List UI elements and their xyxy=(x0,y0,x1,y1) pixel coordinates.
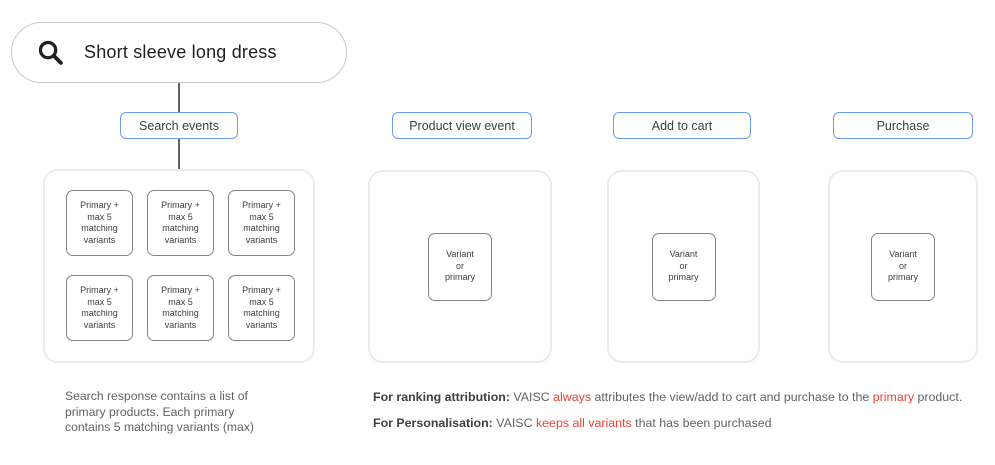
variant-or-primary-box: Variant or primary xyxy=(651,232,716,301)
primary-variants-box: Primary + max 5 matching variants xyxy=(66,275,133,341)
ranking-attribution-note: For ranking attribution: VAISC always at… xyxy=(373,390,962,404)
note-segment: always xyxy=(553,390,592,404)
search-results-grid: Primary + max 5 matching variants Primar… xyxy=(45,171,313,341)
purchase-container: Variant or primary xyxy=(828,170,978,363)
primary-variants-box: Primary + max 5 matching variants xyxy=(228,190,295,256)
search-events-container: Primary + max 5 matching variants Primar… xyxy=(43,169,315,363)
search-query: Short sleeve long dress xyxy=(84,42,277,62)
variant-or-primary-box: Variant or primary xyxy=(428,232,492,301)
search-bar[interactable]: Short sleeve long dress xyxy=(11,22,347,83)
personalisation-note: For Personalisation: VAISC keeps all var… xyxy=(373,416,772,430)
note-segment: primary xyxy=(872,390,915,404)
note-segment: For Personalisation: xyxy=(373,416,493,430)
note-segment: that has been purchased xyxy=(631,416,772,430)
primary-variants-box: Primary + max 5 matching variants xyxy=(147,275,214,341)
connector-line xyxy=(178,83,180,112)
note-segment: For ranking attribution: xyxy=(373,390,510,404)
note-segment: VAISC xyxy=(492,416,536,430)
event-label-add-to-cart: Add to cart xyxy=(613,112,751,139)
product-view-container: Variant or primary xyxy=(368,170,552,363)
search-response-note: Search response contains a list of prima… xyxy=(65,389,254,434)
event-label-product-view-event: Product view event xyxy=(392,112,532,139)
note-segment: VAISC xyxy=(509,390,554,404)
note-segment: attributes the view/add to cart and purc… xyxy=(591,390,873,404)
event-label-purchase: Purchase xyxy=(833,112,973,139)
add-to-cart-container: Variant or primary xyxy=(607,170,760,363)
variant-or-primary-box: Variant or primary xyxy=(871,232,935,301)
primary-variants-box: Primary + max 5 matching variants xyxy=(147,190,214,256)
event-label-search-events: Search events xyxy=(120,112,238,139)
search-icon xyxy=(38,40,63,65)
note-segment: keeps all variants xyxy=(535,416,632,430)
note-segment: product. xyxy=(914,390,963,404)
primary-variants-box: Primary + max 5 matching variants xyxy=(228,275,295,341)
connector-line xyxy=(178,139,180,170)
primary-variants-box: Primary + max 5 matching variants xyxy=(66,190,133,256)
